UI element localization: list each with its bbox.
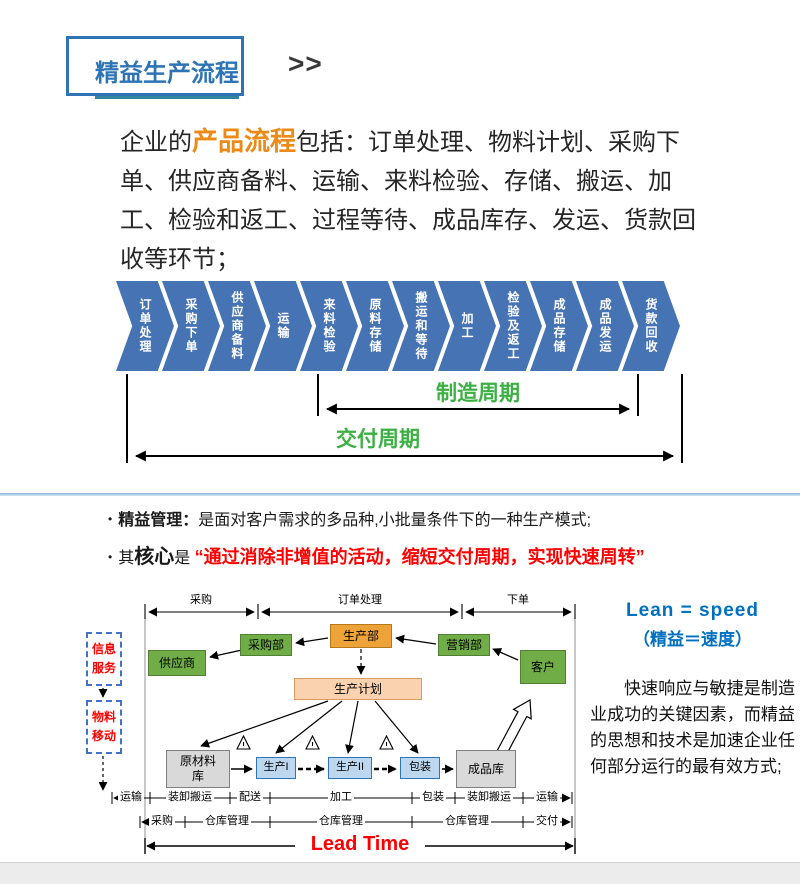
process-step-label: 运输 (276, 312, 290, 340)
title-frame: 精益生产流程 (66, 36, 244, 99)
aside-paragraph: 快速响应与敏捷是制造业成功的关键因素，而精益的思想和技术是加速企业任何部分运行的… (590, 679, 795, 776)
box-production-1: 生产I (256, 757, 296, 779)
process-step: 订单处理 (116, 281, 174, 371)
title-chevrons-text: >> (288, 48, 323, 79)
rowB-warehouse-3: 仓库管理 (443, 815, 491, 828)
page-title: 精益生产流程 (95, 53, 239, 99)
lean-management-term: 精益管理： (118, 512, 199, 529)
rowA-packing: 包装 (420, 791, 446, 804)
box-label: 原材料库 (179, 754, 216, 783)
box-label: 采购部 (247, 637, 284, 652)
box-production-2: 生产II (328, 757, 372, 779)
box-raw-material-store: 原材料库 (166, 750, 230, 788)
box-label: 信息服务 (91, 641, 116, 675)
box-production-plan: 生产计划 (294, 678, 422, 700)
span-label-order-handling: 订单处理 (336, 594, 384, 607)
intro-body: 包括：订单处理、物料计划、采购下单、供应商备料、运输、来料检验、存储、搬运、加工… (120, 129, 696, 273)
span-label-place-order: 下单 (505, 594, 531, 607)
bullet-dot: • (108, 550, 113, 564)
box-label: 客户 (530, 659, 555, 674)
process-step-label: 成品存储 (552, 298, 566, 354)
box-label: 生产I (263, 761, 289, 774)
core-prefix: 其 (118, 550, 135, 567)
bullet-core: • 其核心是 “通过消除非增值的活动，缩短交付周期，实现快速周转” (108, 540, 645, 569)
process-step-label: 供应商备料 (230, 291, 244, 361)
process-step-label: 订单处理 (138, 298, 152, 354)
section-divider (0, 493, 800, 496)
box-label: 包装 (409, 761, 431, 774)
intro-highlight: 产品流程 (192, 126, 297, 156)
info-flow-arrows (209, 634, 519, 661)
inventory-triangle-icons (236, 734, 394, 750)
process-flow: 订单处理 采购下单 供应商备料 运输 来料检验 原料存储 搬运和等待 加工 检验… (116, 281, 680, 371)
intro-prefix: 企业的 (120, 129, 192, 156)
cycle-arrows-graphic (126, 374, 683, 463)
box-label: 生产部 (342, 628, 379, 643)
bullet-dot: • (108, 512, 113, 526)
process-step-label: 原料存储 (368, 298, 382, 354)
process-step-label: 来料检验 (322, 298, 336, 354)
rowB-purchase: 采购 (149, 815, 175, 828)
info-service-box: 信息服务 (86, 632, 122, 686)
box-marketing: 营销部 (438, 634, 490, 656)
rowA-transport-1: 运输 (118, 791, 144, 804)
box-purchasing: 采购部 (240, 634, 292, 656)
manufacturing-cycle-label: 制造周期 (436, 382, 520, 405)
process-step-label: 搬运和等待 (414, 291, 428, 361)
intro-paragraph: 企业的产品流程包括：订单处理、物料计划、采购下单、供应商备料、运输、来料检验、存… (120, 122, 700, 279)
rowA-transport-2: 运输 (534, 791, 560, 804)
box-customer: 客户 (520, 650, 566, 684)
delivery-cycle-label: 交付周期 (336, 428, 420, 451)
process-step-label: 检验及返工 (506, 291, 520, 361)
lead-time-label: Lead Time (306, 833, 414, 856)
lean-speed-aside: Lean = speed （精益＝速度） 快速响应与敏捷是制造业成功的关键因素，… (590, 600, 795, 780)
rowA-handling-2: 装卸搬运 (465, 791, 513, 804)
bullet-lean-management: • 精益管理：是面对客户需求的多品种,小批量条件下的一种生产模式; (108, 506, 591, 530)
process-step-label: 成品发运 (598, 298, 612, 354)
box-label: 生产计划 (333, 681, 382, 696)
leadtime-measure (144, 838, 576, 854)
core-quote: “通过消除非增值的活动，缩短交付周期，实现快速周转” (194, 547, 645, 567)
span-label-purchase: 采购 (188, 594, 214, 607)
core-term: 核心 (134, 546, 175, 568)
core-mid: 是 (174, 550, 195, 567)
box-label: 营销部 (445, 637, 482, 652)
rowA-handling-1: 装卸搬运 (166, 791, 214, 804)
process-step-label: 采购下单 (184, 298, 198, 354)
process-step-label: 加工 (460, 312, 474, 340)
box-finished-store: 成品库 (456, 750, 516, 788)
value-stream-diagram: 采购 订单处理 下单 信息服务 物料移动 供应商 采购部 生产部 营销部 客户 … (80, 588, 592, 860)
box-label: 成品库 (467, 761, 504, 776)
plan-arrows (200, 649, 419, 754)
lean-speed-en: Lean = speed (626, 600, 759, 621)
box-supplier: 供应商 (148, 650, 206, 676)
bottom-strip (0, 862, 800, 884)
lean-management-desc: 是面对客户需求的多品种,小批量条件下的一种生产模式; (198, 512, 592, 529)
box-label: 供应商 (158, 655, 195, 670)
material-move-box: 物料移动 (86, 700, 122, 754)
process-step-label: 货款回收 (644, 298, 658, 354)
box-production: 生产部 (330, 624, 392, 648)
top-measure-lines (144, 604, 576, 619)
rowA-processing: 加工 (328, 791, 354, 804)
ship-to-customer-arrow (494, 699, 532, 760)
box-label: 生产II (335, 761, 365, 774)
lean-speed-cn: （精益＝速度） (633, 630, 752, 649)
box-packing: 包装 (400, 757, 440, 779)
rowB-warehouse-1: 仓库管理 (203, 815, 251, 828)
rowB-delivery: 交付 (534, 815, 560, 828)
rowB-warehouse-2: 仓库管理 (317, 815, 365, 828)
rowA-distribution: 配送 (237, 791, 263, 804)
box-label: 物料移动 (91, 709, 116, 743)
